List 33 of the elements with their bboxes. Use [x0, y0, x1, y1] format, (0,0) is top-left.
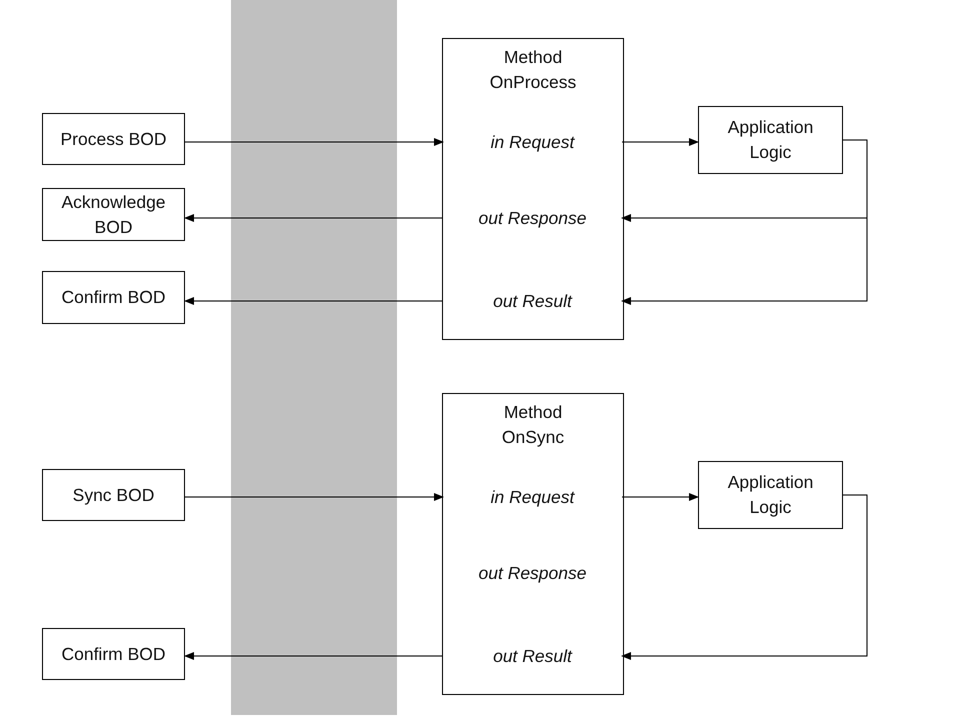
logic-box — [698, 461, 843, 529]
arrow — [184, 652, 444, 660]
arrow — [184, 493, 444, 501]
arrow — [621, 140, 868, 305]
arrow — [184, 214, 444, 222]
arrow — [184, 297, 444, 305]
arrow — [184, 138, 444, 146]
logic-box — [698, 106, 843, 174]
box-label: Method OnSync — [500, 401, 566, 449]
message-box — [42, 113, 185, 165]
method-box — [442, 393, 624, 695]
message-box — [42, 271, 185, 324]
arrow — [622, 138, 699, 146]
parameter-label: out Response — [478, 562, 586, 585]
message-box — [42, 469, 185, 521]
box-label: Application Logic — [726, 116, 814, 164]
box-label: Process BOD — [60, 128, 168, 150]
parameter-label: out Result — [493, 290, 572, 312]
box-label: Sync BOD — [72, 484, 156, 507]
message-box — [42, 628, 185, 680]
box-label: Confirm BOD — [60, 286, 167, 309]
box-label: Method OnProcess — [488, 46, 578, 94]
parameter-label: in Request — [490, 130, 574, 154]
parameter-label: in Request — [490, 486, 574, 509]
box-label: Confirm BOD — [60, 642, 167, 666]
arrow — [621, 494, 868, 660]
message-box — [42, 188, 185, 241]
method-box — [442, 38, 624, 340]
parameter-label: out Result — [493, 644, 572, 668]
box-label: Application Logic — [726, 471, 814, 519]
arrow — [622, 493, 699, 501]
box-label: Acknowledge BOD — [60, 190, 167, 238]
parameter-label: out Response — [478, 206, 586, 230]
